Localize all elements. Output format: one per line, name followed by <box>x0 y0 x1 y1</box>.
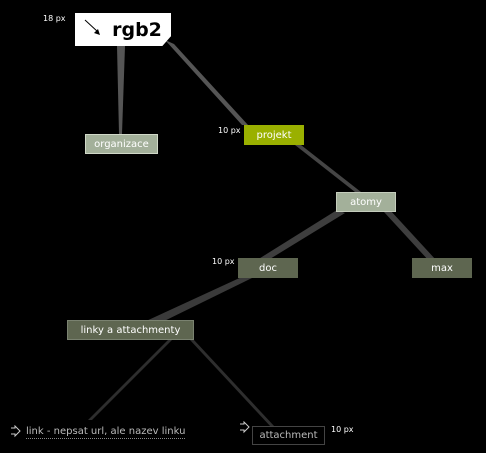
link-icon <box>11 425 21 438</box>
size-label-doc: 10 px <box>212 257 235 266</box>
link-projekt-atomy <box>295 145 361 192</box>
link-root-projekt <box>165 40 248 125</box>
node-max[interactable]: max <box>412 258 472 278</box>
node-organizace[interactable]: organizace <box>85 134 158 154</box>
node-link[interactable]: link - nepsat url, ale nazev linku <box>10 422 186 442</box>
size-label-root: 18 px <box>43 14 66 23</box>
size-label-projekt: 10 px <box>218 126 241 135</box>
size-label-attachment: 10 px <box>331 425 354 434</box>
link-linky-link <box>88 340 172 420</box>
link-linky-attachment <box>190 340 275 427</box>
node-atomy[interactable]: atomy <box>336 192 396 212</box>
node-root[interactable]: rgb2 <box>75 13 171 46</box>
link-root-organizace <box>117 46 125 134</box>
link-atomy-doc <box>257 210 345 262</box>
arrow-icon <box>84 19 100 35</box>
link-atomy-max <box>384 210 436 262</box>
node-link-label: link - nepsat url, ale nazev linku <box>26 425 186 439</box>
root-label: rgb2 <box>112 18 162 41</box>
link-doc-linky <box>144 275 252 327</box>
node-doc[interactable]: doc <box>238 258 298 278</box>
link-icon <box>240 421 250 434</box>
node-projekt[interactable]: projekt <box>244 125 304 145</box>
node-linky-a-attachmenty[interactable]: linky a attachmenty <box>67 320 194 340</box>
node-attachment[interactable]: attachment <box>252 426 325 445</box>
